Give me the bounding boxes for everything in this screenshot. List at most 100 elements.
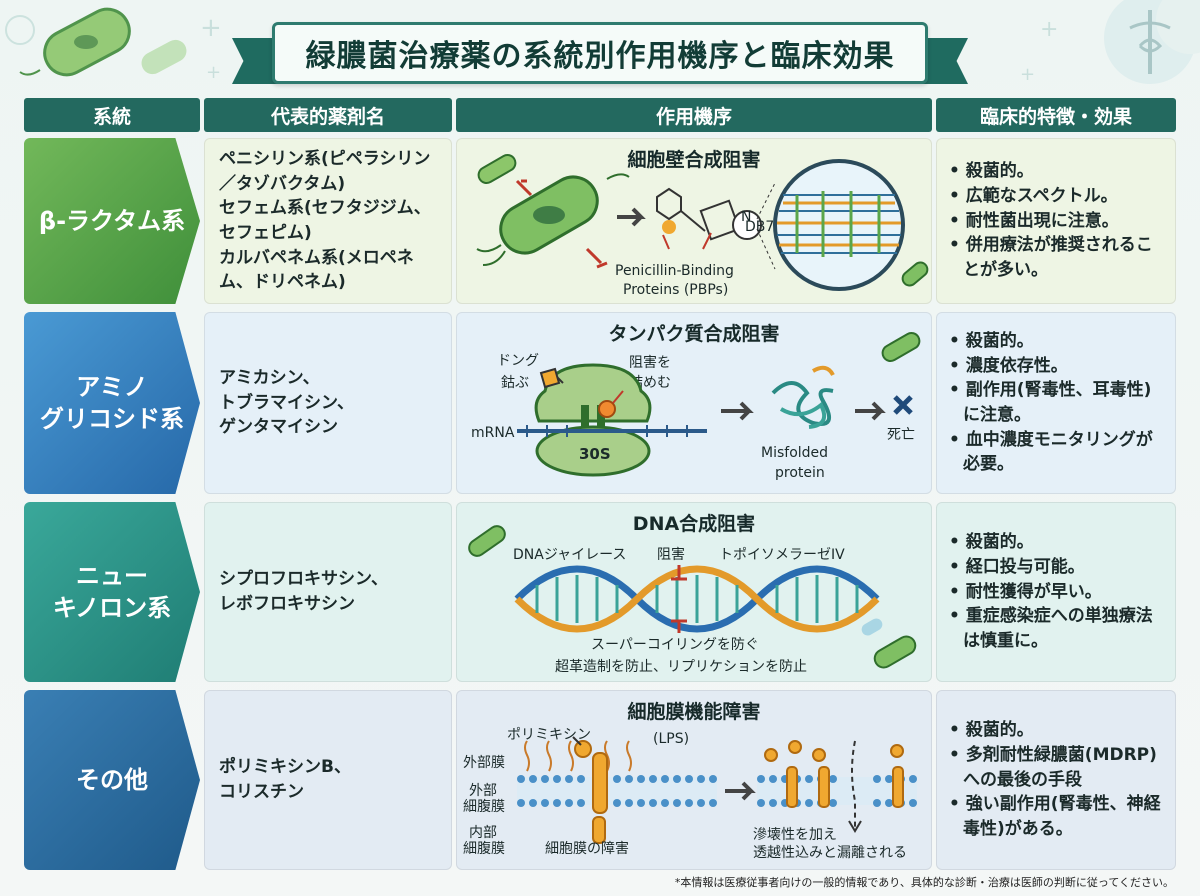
label-supercoiling: スーパーコイリングを防ぐ <box>591 637 759 653</box>
cell-wall-inhibition-diagram: N DB7 Penicillin-Binding Proteins (PBPs) <box>476 154 929 298</box>
drug-item: セフェム系(セフタジジム、セフェピム) <box>219 198 431 243</box>
label-mrna: mRNA <box>471 425 515 441</box>
protein-synthesis-inhibition-diagram: ドング 鈷ぶ 阻害を 詰めむ mRNA 30S <box>471 332 921 481</box>
clinical-item: 経口投与可能。 <box>949 555 1165 580</box>
label-outer: 外部 <box>469 783 497 799</box>
clinical-item: 耐性菌出現に注意。 <box>949 209 1165 234</box>
molecule-icon: N DB7 <box>656 187 774 241</box>
mechanism-cell-aminoglycoside: タンパク質合成阻害 ドング 鈷ぶ 阻害を 詰めむ mRNA 30S <box>456 312 932 494</box>
system-label-quinolone: ニュー キノロン系 <box>24 502 200 682</box>
mechanism-title: DNA合成阻害 <box>632 513 756 535</box>
label-dong: ドング <box>497 353 539 369</box>
system-label-beta-lactam: β-ラクタム系 <box>24 138 200 304</box>
title-banner: 緑膿菌治療薬の系統別作用機序と臨床効果 <box>232 16 968 96</box>
bacterium-icon <box>476 154 630 266</box>
membrane-left-icon <box>517 736 717 844</box>
clinical-item: 広範なスペクトル。 <box>949 184 1165 209</box>
pbp-label-line2: Proteins (PBPs) <box>623 282 728 298</box>
label-membrane-damage: 細胞膜の障害 <box>545 841 629 857</box>
label-inner: 内部 <box>469 825 497 841</box>
page-title: 緑膿菌治療薬の系統別作用機序と臨床効果 <box>272 22 928 84</box>
row-aminoglycoside: アミノ グリコシド系 アミカシン、 トブラマイシン、 ゲンタマイシン タンパク質… <box>24 312 1176 494</box>
label-prevent-replication: 超革造制を防止、リプリケションを防止 <box>555 659 807 675</box>
clinical-cell-quinolone: 殺菌的。 経口投与可能。 耐性獲得が早い。 重症感染症への単独療法は慎重に。 <box>936 502 1176 682</box>
drug-item: トブラマイシン、 <box>219 392 354 413</box>
drug-item: ポリミキシンB、 <box>219 757 351 778</box>
drug-item: シプロフロキサシン、 <box>219 569 388 590</box>
label-30s: 30S <box>579 445 611 463</box>
drug-item: コリスチン <box>219 782 304 802</box>
clinical-item: 強い副作用(腎毒性、神経毒性)がある。 <box>949 792 1165 841</box>
bacterium-icon <box>468 525 506 557</box>
label-outer-cell-membrane: 細腹膜 <box>463 798 505 815</box>
mol-label-n: N <box>741 209 751 225</box>
clinical-item: 殺菌的。 <box>949 718 1165 743</box>
clinical-cell-beta-lactam: 殺菌的。 広範なスペクトル。 耐性菌出現に注意。 併用療法が推奨されることが多い… <box>936 138 1176 304</box>
label-misfolded: Misfolded <box>761 445 828 461</box>
mechanism-title: 細胞壁合成阻害 <box>627 149 761 171</box>
bacterium-icon <box>873 635 917 669</box>
clinical-item: 重症感染症への単独療法は慎重に。 <box>949 604 1165 653</box>
header-clinical: 臨床的特徴・効果 <box>936 98 1176 132</box>
mechanism-cell-quinolone: DNA合成阻害 DNAジャイレース 阻害 トポイソメラーゼIV スーパーコイリン… <box>456 502 932 682</box>
arrow-icon <box>721 401 754 421</box>
clinical-item: 濃度依存性。 <box>949 354 1165 379</box>
footer-disclaimer: *本情報は医療従事者向けの一般的情報であり、具体的な診断・治療は医師の判断に従っ… <box>674 876 1174 889</box>
label-inner-cell-membrane: 細腹膜 <box>463 840 505 857</box>
pbp-label-line1: Penicillin-Binding <box>615 263 734 279</box>
svg-text:+: + <box>206 62 221 83</box>
clinical-item: 殺菌的。 <box>949 530 1165 555</box>
clinical-item: 併用療法が推奨されることが多い。 <box>949 233 1165 282</box>
label-protein: protein <box>775 465 825 481</box>
clinical-item: 殺菌的。 <box>949 329 1165 354</box>
label-polymyxin: ポリミキシン <box>507 727 591 743</box>
label-permeability-1: 滲壊性を加え <box>753 827 837 843</box>
drug-item: レボフロキサシン <box>219 594 355 614</box>
drugs-cell-quinolone: シプロフロキサシン、 レボフロキサシン <box>204 502 452 682</box>
system-label-others: その他 <box>24 690 200 870</box>
cell-wall-magnified-icon <box>756 159 905 291</box>
label-topoisomerase: トポイソメラーゼIV <box>719 547 845 563</box>
mechanism-title: 細胞膜機能障害 <box>627 701 761 723</box>
clinical-cell-others: 殺菌的。 多剤耐性緑膿菌(MDRP)への最後の手段 強い副作用(腎毒性、神経毒性… <box>936 690 1176 870</box>
label-death: 死亡 <box>887 427 915 443</box>
arrow-icon <box>617 207 646 227</box>
row-beta-lactam: β-ラクタム系 ペニシリン系(ピペラシリン／タゾバクタム) セフェム系(セフタジ… <box>24 138 1176 304</box>
row-others: その他 ポリミキシンB、 コリスチン 細胞膜機能障害 ポリミキシン (LPS) … <box>24 690 1176 870</box>
clinical-item: 副作用(腎毒性、耳毒性)に注意。 <box>949 378 1165 427</box>
drug-item: カルバペネム系(メロペネム、ドリペネム) <box>219 247 414 293</box>
drugs-cell-aminoglycoside: アミカシン、 トブラマイシン、 ゲンタマイシン <box>204 312 452 494</box>
clinical-item: 多剤耐性緑膿菌(MDRP)への最後の手段 <box>949 743 1165 792</box>
drug-item: アミカシン、 <box>219 368 320 389</box>
svg-text:+: + <box>1020 64 1035 85</box>
label-kobu: 鈷ぶ <box>501 374 529 391</box>
mechanism-cell-others: 細胞膜機能障害 ポリミキシン (LPS) 外部膜 外部 細腹膜 内部 細腹膜 <box>456 690 932 870</box>
membrane-right-icon <box>757 740 917 833</box>
clinical-item: 殺菌的。 <box>949 159 1165 184</box>
clinical-item: 血中濃度モニタリングが必要。 <box>949 428 1165 477</box>
misfolded-protein-icon <box>771 365 835 429</box>
dna-synthesis-inhibition-diagram: DNAジャイレース 阻害 トポイソメラーゼIV スーパーコイリングを防ぐ 超革造… <box>468 525 917 675</box>
ribosome-icon <box>534 363 652 477</box>
row-quinolone: ニュー キノロン系 シプロフロキサシン、 レボフロキサシン DNA合成阻害 DN… <box>24 502 1176 682</box>
label-inhibit1: 阻害を <box>629 355 671 371</box>
label-outer-membrane: 外部膜 <box>463 755 505 771</box>
arrow-icon <box>855 401 886 421</box>
mechanism-title: タンパク質合成阻害 <box>608 323 780 345</box>
clinical-item: 耐性獲得が早い。 <box>949 580 1165 605</box>
drugs-cell-beta-lactam: ペニシリン系(ピペラシリン／タゾバクタム) セフェム系(セフタジジム、セフェピム… <box>204 138 452 304</box>
label-lps: (LPS) <box>653 731 689 747</box>
mol-label-db7: DB7 <box>745 219 774 235</box>
label-inhibit: 阻害 <box>657 547 685 563</box>
header-mechanism: 作用機序 <box>456 98 932 132</box>
clinical-cell-aminoglycoside: 殺菌的。 濃度依存性。 副作用(腎毒性、耳毒性)に注意。 血中濃度モニタリングが… <box>936 312 1176 494</box>
arrow-icon <box>725 781 756 801</box>
caduceus-illustration-top-right: + + <box>1020 0 1200 85</box>
drug-item: ペニシリン系(ピペラシリン／タゾバクタム) <box>219 149 431 194</box>
label-permeability-2: 透越性込みと漏離される <box>753 844 907 861</box>
header-drugs: 代表的薬剤名 <box>204 98 452 132</box>
membrane-disruption-diagram: ポリミキシン (LPS) 外部膜 外部 細腹膜 内部 細腹膜 <box>463 727 917 861</box>
cross-icon <box>893 395 913 415</box>
dna-helix-icon <box>514 565 880 633</box>
drug-item: ゲンタマイシン <box>219 417 338 438</box>
